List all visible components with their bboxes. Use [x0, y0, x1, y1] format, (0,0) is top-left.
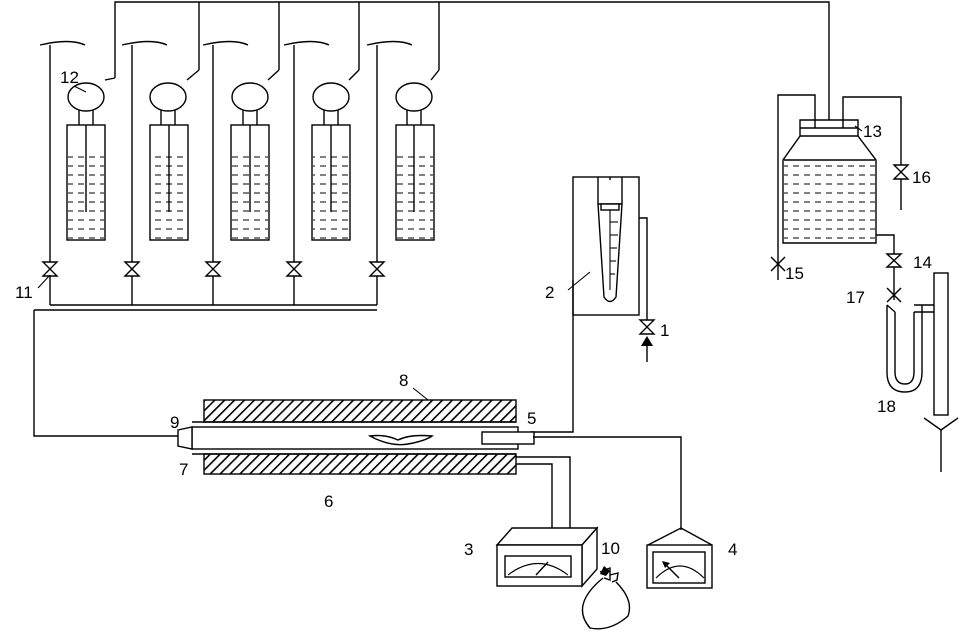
reactor-tube	[191, 426, 519, 450]
absorber-bottle	[777, 94, 902, 300]
flowmeter	[530, 176, 648, 433]
label-5: 5	[527, 409, 536, 428]
saturator-1	[39, 40, 116, 305]
label-17: 17	[846, 288, 865, 307]
label-2: 2	[545, 283, 554, 302]
label-6: 6	[324, 492, 333, 511]
gauge-icon	[665, 564, 680, 579]
saturator-3	[202, 40, 280, 305]
valve-icon	[892, 164, 910, 210]
hatch-insulation-icon	[203, 453, 517, 475]
label-8: 8	[399, 371, 408, 390]
flask-head	[395, 82, 433, 112]
outlet-fitting	[481, 431, 535, 445]
label-15: 15	[785, 264, 804, 283]
u-tube-manometer	[886, 272, 959, 472]
label-14: 14	[913, 253, 932, 272]
thermocouple-icon	[581, 566, 631, 630]
valve-icon	[41, 261, 386, 277]
label-7: 7	[179, 460, 188, 479]
label-18: 18	[877, 397, 896, 416]
label-1: 1	[660, 321, 669, 340]
flask-head	[67, 82, 105, 112]
gauge-icon	[535, 561, 549, 576]
clamp-icon	[770, 256, 902, 303]
saturator-4	[283, 40, 360, 305]
label-16: 16	[912, 168, 931, 187]
temperature-controller	[495, 526, 599, 588]
top-manifold	[114, 1, 830, 172]
label-12: 12	[60, 68, 79, 87]
inlet-plug	[177, 426, 193, 450]
flask-head	[149, 82, 187, 112]
hatch-insulation-icon	[203, 399, 517, 423]
label-13: 13	[863, 122, 882, 141]
label-3: 3	[464, 540, 473, 559]
saturator-5	[366, 40, 440, 305]
label-4: 4	[728, 540, 737, 559]
feed-manifold	[33, 304, 377, 437]
catalyst-boat	[367, 434, 434, 446]
flask-head	[231, 82, 269, 112]
flask-head	[312, 82, 350, 112]
label-11: 11	[15, 283, 33, 302]
leader-lines	[37, 85, 863, 401]
label-9: 9	[170, 413, 179, 432]
label-10: 10	[601, 539, 620, 558]
burette	[933, 272, 949, 416]
pressure-gauge	[646, 527, 713, 589]
saturator-2	[121, 40, 200, 305]
callout-labels: 1 2 3 4 5 6 7 8 9 10 11 12 13 14 15 16 1…	[15, 68, 932, 559]
tube-furnace	[177, 399, 682, 530]
valve-icon	[885, 253, 903, 268]
needle-valve-icon	[638, 319, 656, 362]
